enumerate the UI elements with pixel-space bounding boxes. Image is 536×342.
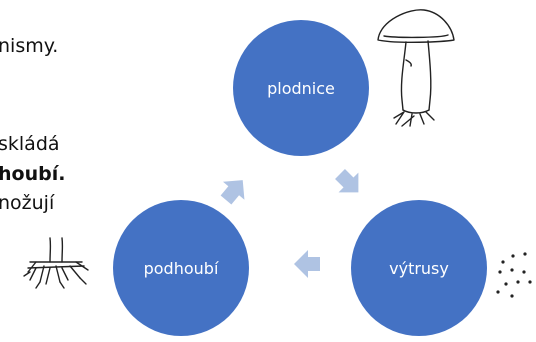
arrow-podhoubi-to-plodnice bbox=[215, 171, 253, 209]
arrow-plodnice-to-vytrusy bbox=[330, 164, 368, 202]
arrow-vytrusy-to-podhoubi bbox=[294, 250, 320, 278]
node-podhoubi: podhoubí bbox=[113, 200, 249, 336]
node-vytrusy: výtrusy bbox=[351, 200, 487, 336]
node-plodnice: plodnice bbox=[233, 20, 369, 156]
node-label-plodnice: plodnice bbox=[267, 79, 335, 98]
mycelium-sketch-icon bbox=[24, 238, 88, 288]
node-label-podhoubi: podhoubí bbox=[144, 259, 219, 278]
mushroom-sketch-icon bbox=[378, 10, 454, 126]
node-label-vytrusy: výtrusy bbox=[389, 259, 449, 278]
spores-sketch-icon bbox=[496, 252, 531, 297]
